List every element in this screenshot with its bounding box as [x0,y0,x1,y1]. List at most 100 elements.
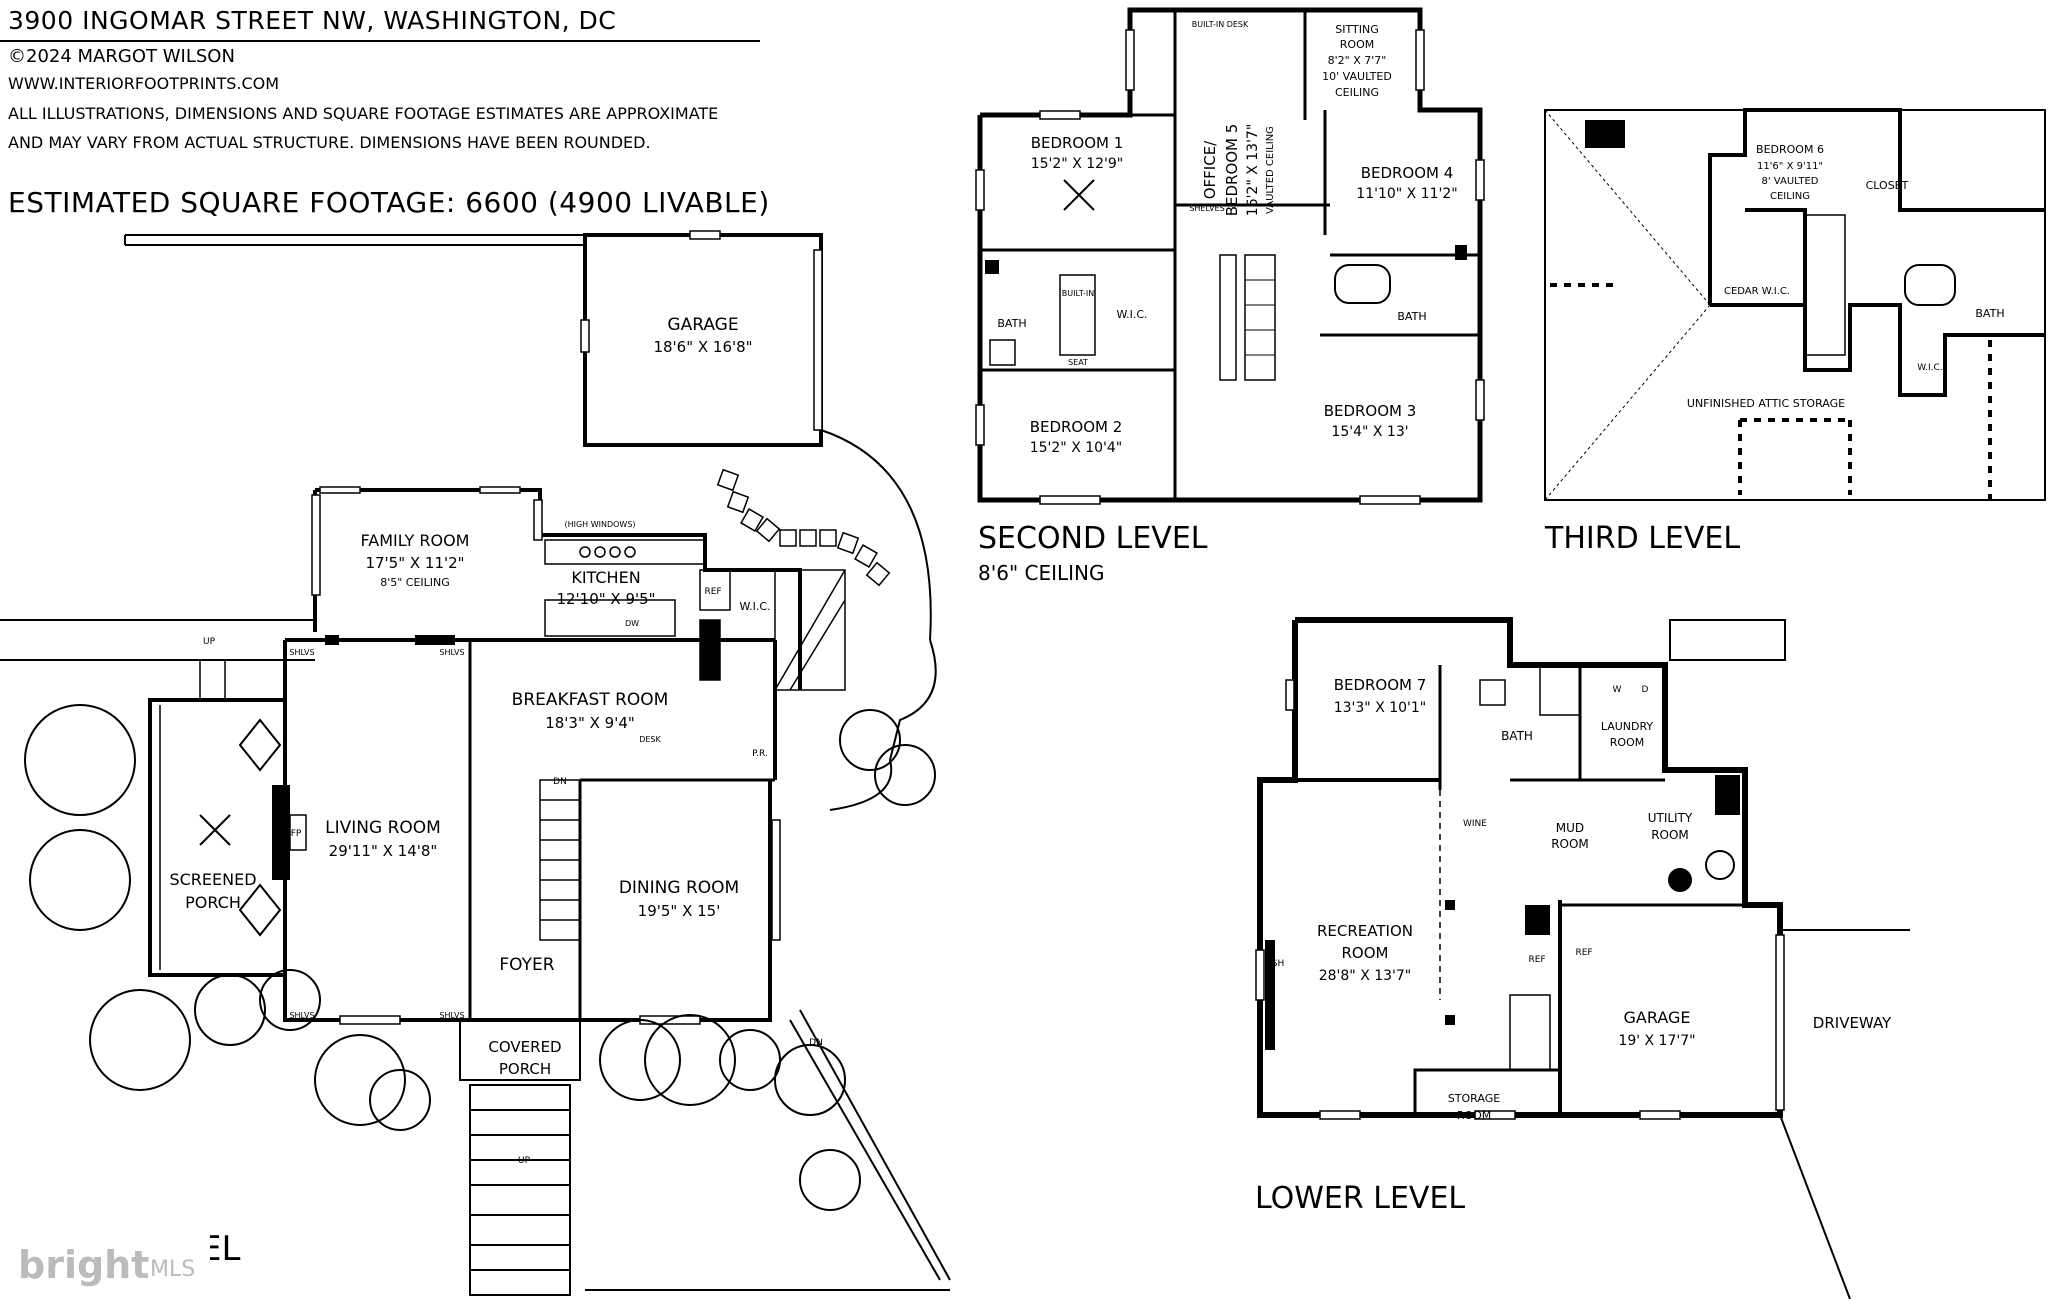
main-stair [539,779,581,941]
shower-label: SH [1272,959,1284,969]
washer-label: W [1613,685,1622,695]
sitting-room-label-1: SITTING [1335,23,1378,36]
main-pr-label: P.R. [752,749,768,759]
sitting-room-label-2: ROOM [1340,38,1374,51]
website-text: WWW.INTERIORFOOTPRINTS.COM [8,74,280,93]
wine-label: WINE [1463,819,1487,829]
bedroom1-dims: 15'2" X 12'9" [1031,156,1124,172]
square-footage-heading: ESTIMATED SQUARE FOOTAGE: 6600 (4900 LIV… [8,186,770,219]
family-room-note: 8'5" CEILING [380,576,450,589]
bedroom1-fan-icon [1063,179,1095,211]
main-up-label-2: UP [518,1156,531,1166]
storage-label-2: ROOM [1457,1109,1491,1122]
bedroom4-label: BEDROOM 4 [1361,164,1454,182]
shelves-label: SHELVES [1189,204,1224,213]
seat-label: SEAT [1068,358,1088,367]
sitting-room-note-1: 10' VAULTED [1322,70,1392,83]
breakfast-room-label: BREAKFAST ROOM [512,690,669,710]
garage-dims: 18'6" X 16'8" [653,338,752,356]
lower-ref-label: REF [1528,955,1545,965]
kitchen-fixtures [520,539,731,681]
main-house-walls [283,486,802,1025]
laundry-label-1: LAUNDRY [1601,720,1654,733]
front-steps [459,1009,951,1296]
driveway-label: DRIVEWAY [1813,1014,1892,1032]
bedroom6-note-2: CEILING [1770,191,1810,202]
main-shlvs-label: SHLVS [289,648,314,657]
kitchen-label: KITCHEN [571,568,640,587]
family-room-label: FAMILY ROOM [361,531,470,550]
living-room-dims: 29'11" X 14'8" [329,842,438,860]
dining-room-label: DINING ROOM [619,878,739,898]
dryer-label: D [1642,685,1649,695]
covered-porch-label-1: COVERED [488,1038,561,1056]
third-wic-label: W.I.C. [1917,363,1942,373]
sitting-room-dims: 8'2" X 7'7" [1328,54,1387,67]
utility-label-2: ROOM [1651,828,1689,842]
disclaimer-line-1: ALL ILLUSTRATIONS, DIMENSIONS AND SQUARE… [8,104,719,123]
bedroom6-label: BEDROOM 6 [1756,143,1824,156]
bath-right-label: BATH [1397,310,1426,323]
third-bath-label: BATH [1975,307,2004,320]
lower-ref-label-2: REF [1575,948,1592,958]
fireplace [238,718,307,937]
bedroom6-note-1: 8' VAULTED [1762,176,1819,187]
lower-bath-label: BATH [1501,729,1533,743]
office-note: VAULTED CEILING [1265,126,1276,214]
address-heading: 3900 INGOMAR STREET NW, WASHINGTON, DC [8,6,617,35]
second-level-title: SECOND LEVEL [978,521,1208,556]
mud-room-label-2: ROOM [1551,837,1589,851]
main-ref-label: REF [704,587,721,597]
bedroom7-label: BEDROOM 7 [1334,676,1427,694]
lower-level-plan [1255,617,1910,1299]
main-shlvs-label-2: SHLVS [289,1011,314,1020]
stepping-stones [716,468,891,587]
main-level-labels: GARAGE 18'6" X 16'8" FAMILY ROOM 17'5" X… [169,315,822,1269]
recreation-label-2: ROOM [1342,944,1389,962]
bedroom3-dims: 15'4" X 13' [1331,424,1408,440]
family-room-dims: 17'5" X 11'2" [365,554,464,572]
bedroom7-dims: 13'3" X 10'1" [1334,700,1427,716]
third-level-labels: BEDROOM 6 11'6" X 9'11" 8' VAULTED CEILI… [1544,143,2005,556]
screened-porch-walls [0,619,315,977]
screened-porch-label-1: SCREENED [169,870,256,889]
living-room-label: LIVING ROOM [325,818,441,838]
bedroom6-dims: 11'6" X 9'11" [1757,161,1823,172]
header-rule [0,40,760,42]
breakfast-room-dims: 18'3" X 9'4" [545,714,635,732]
lower-garage-dims: 19' X 17'7" [1618,1033,1695,1049]
ceiling-fan-icon [199,814,231,846]
main-shlvs-label-4: SHLVS [439,1011,464,1020]
kitchen-dims: 12'10" X 9'5" [556,590,655,608]
copyright-text: ©2024 MARGOT WILSON [8,46,235,67]
second-built-in-label: BUILT-IN [1062,289,1094,298]
second-level-plan [975,7,1485,505]
lower-garage-label: GARAGE [1624,1008,1691,1027]
screened-porch-label-2: PORCH [185,893,241,912]
lower-level-title: LOWER LEVEL [1255,1181,1465,1216]
main-dw-label: DW [625,619,639,628]
watermark-suffix: MLS [150,1257,196,1282]
covered-porch-label-2: PORCH [499,1060,551,1078]
fireplace-label: FP [291,829,302,839]
garage-label: GARAGE [667,315,738,335]
second-level-subtitle: 8'6" CEILING [978,561,1105,585]
office-label-1: OFFICE/ [1201,140,1219,199]
built-in-desk-label: BUILT-IN DESK [1192,20,1249,29]
third-level-plan [1544,108,2046,501]
second-level-labels: BEDROOM 1 15'2" X 12'9" OFFICE/ BEDROOM … [978,20,1458,585]
office-dims: 16'2" X 13'7" [1245,124,1261,217]
storage-label-1: STORAGE [1448,1092,1500,1105]
dining-room-dims: 19'5" X 15' [638,902,721,920]
laundry-label-2: ROOM [1610,736,1644,749]
bedroom3-label: BEDROOM 3 [1324,402,1417,420]
high-windows-label: (HIGH WINDOWS) [564,520,635,529]
lower-level-labels: BEDROOM 7 13'3" X 10'1" BATH LAUNDRY ROO… [1255,676,1892,1216]
main-level-plan [0,230,951,1296]
second-wic-label: W.I.C. [1116,308,1147,321]
attic-label: UNFINISHED ATTIC STORAGE [1687,397,1845,410]
main-shlvs-label-3: SHLVS [439,648,464,657]
mls-watermark: bright MLS [0,1233,210,1299]
main-desk-label: DESK [639,735,661,744]
